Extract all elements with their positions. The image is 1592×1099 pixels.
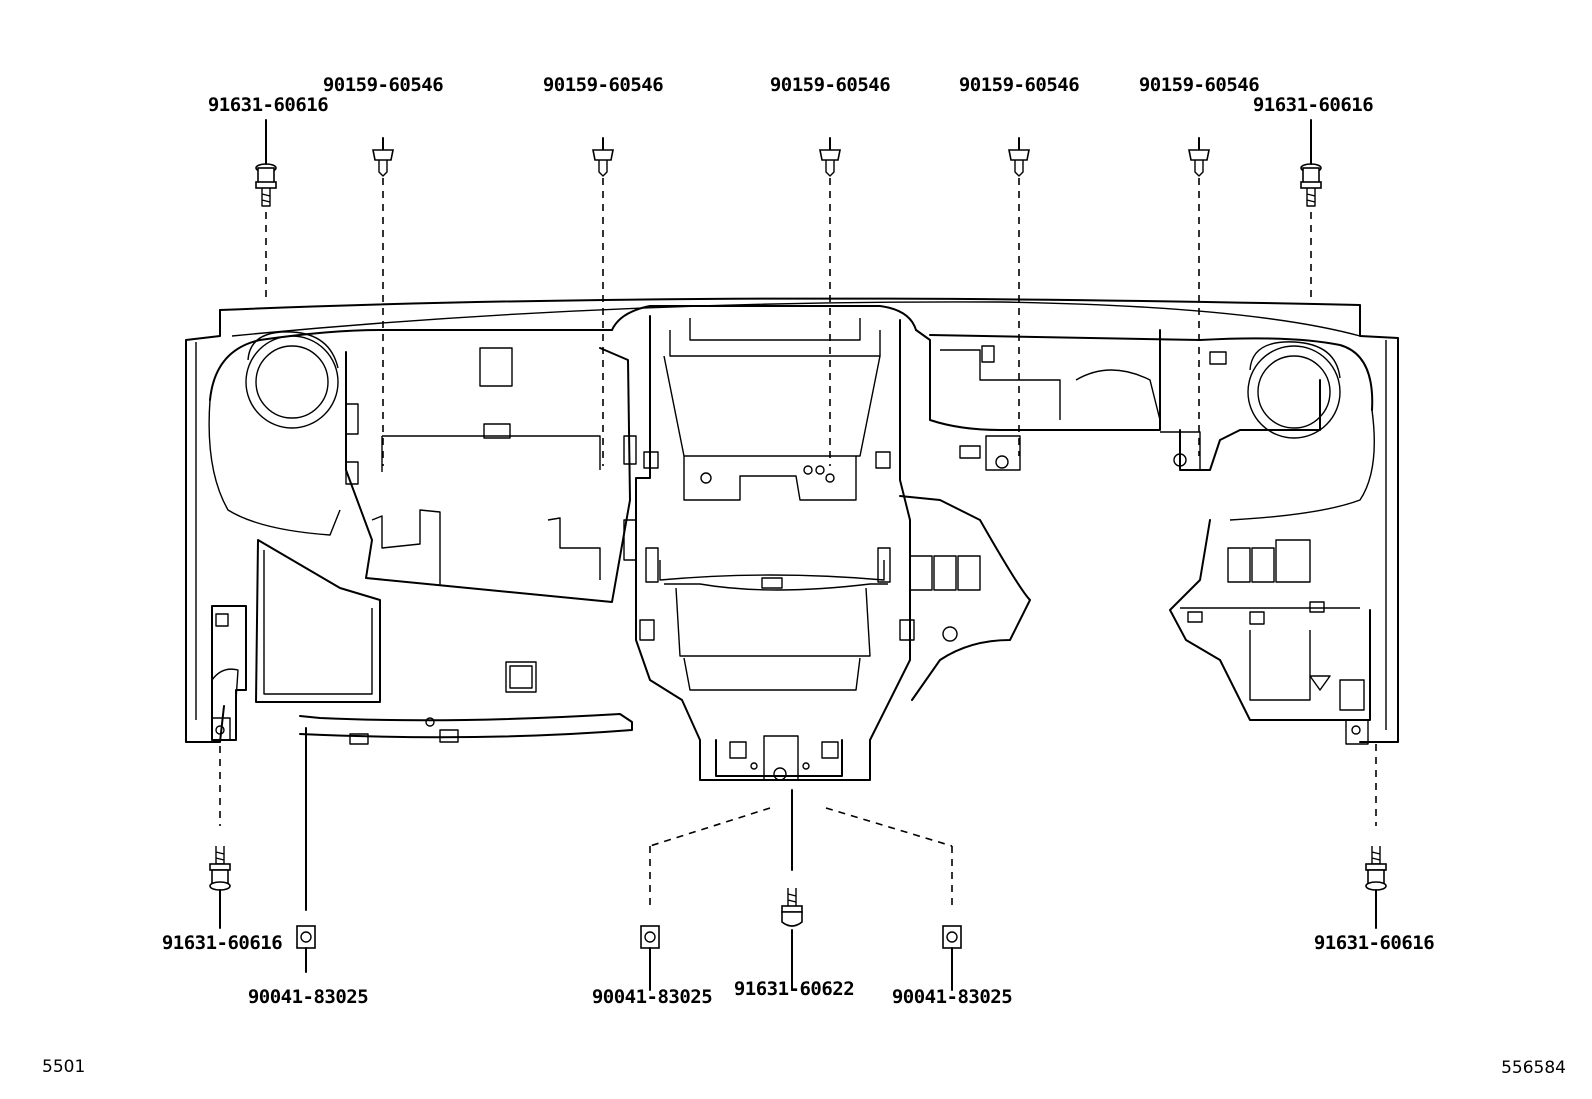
label-bolt-top-right: 91631-60616 [1253,94,1373,116]
leader-lines [219,178,1377,911]
nut-bottom-center-right-icon [942,925,962,949]
bolt-top-right-icon [1300,163,1322,207]
label-nut-bottom-center-left: 90041-83025 [592,986,712,1008]
label-nut-bottom-center-right: 90041-83025 [892,986,1012,1008]
bolt-bottom-left-icon [209,846,231,891]
screw-top-2-icon [592,137,614,177]
screw-top-1-icon [372,137,394,177]
screw-top-5-icon [1188,137,1210,177]
bolt-bottom-right-icon [1365,846,1387,891]
label-bolt-top-left: 91631-60616 [208,94,328,116]
screw-top-4-icon [1008,137,1030,177]
illustration-number: 556584 [1501,1058,1566,1078]
label-bolt-bottom-center: 91631-60622 [734,978,854,1000]
instrument-panel-reinforcement [185,297,1399,781]
label-screw-top-5: 90159-60546 [1139,74,1259,96]
screw-top-3-icon [819,137,841,177]
label-screw-top-2: 90159-60546 [543,74,663,96]
bolt-top-left-icon [255,163,277,207]
figure-number: 5501 [42,1057,85,1077]
label-screw-top-1: 90159-60546 [323,74,443,96]
nut-bottom-center-left-icon [640,925,660,949]
bolt-bottom-center-icon [781,888,803,991]
nut-bottom-left-icon [296,925,316,949]
label-nut-bottom-left: 90041-83025 [248,986,368,1008]
label-bolt-bottom-left: 91631-60616 [162,932,282,954]
label-bolt-bottom-right: 91631-60616 [1314,932,1434,954]
label-screw-top-4: 90159-60546 [959,74,1079,96]
label-screw-top-3: 90159-60546 [770,74,890,96]
